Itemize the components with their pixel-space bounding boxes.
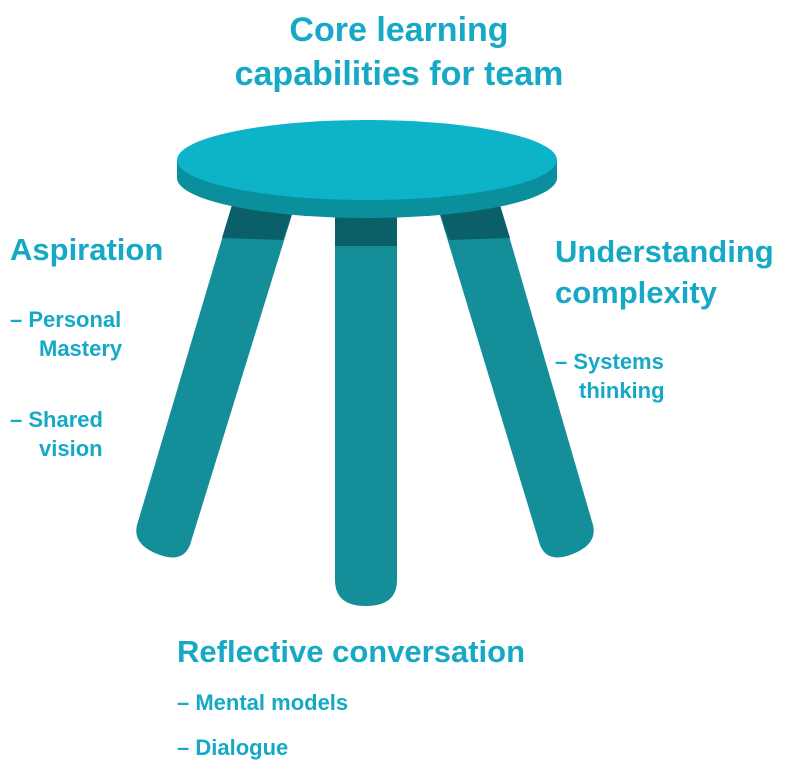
title-line-2: capabilities for team xyxy=(234,55,564,93)
item-line: Mastery xyxy=(39,336,123,361)
stool-right-leg xyxy=(437,205,594,558)
diagram-title: Core learning capabilities for team xyxy=(0,8,798,96)
reflective-conversation-heading: Reflective conversation xyxy=(177,634,526,669)
item-line: – Shared xyxy=(10,407,103,432)
stool-left-leg xyxy=(136,205,295,558)
title-line-1: Core learning xyxy=(289,11,509,49)
reflective-item-dialogue: – Dialogue xyxy=(177,735,289,760)
stool-middle-leg xyxy=(335,208,397,606)
reflective-item-mental-models: – Mental models xyxy=(177,690,349,715)
item-line: – Systems xyxy=(555,349,664,374)
understanding-complexity-heading-line-2: complexity xyxy=(555,275,717,310)
item-line: – Personal xyxy=(10,307,122,332)
understanding-complexity-heading-line-1: Understanding xyxy=(555,234,774,269)
understanding-item-systems-thinking: – Systems thinking xyxy=(555,347,665,405)
item-line: vision xyxy=(39,436,103,461)
aspiration-item-shared-vision: – Shared vision xyxy=(10,405,103,463)
item-line: thinking xyxy=(579,378,665,403)
aspiration-item-personal-mastery: – Personal Mastery xyxy=(10,305,122,363)
stool-seat xyxy=(177,120,557,218)
aspiration-heading: Aspiration xyxy=(10,232,164,267)
